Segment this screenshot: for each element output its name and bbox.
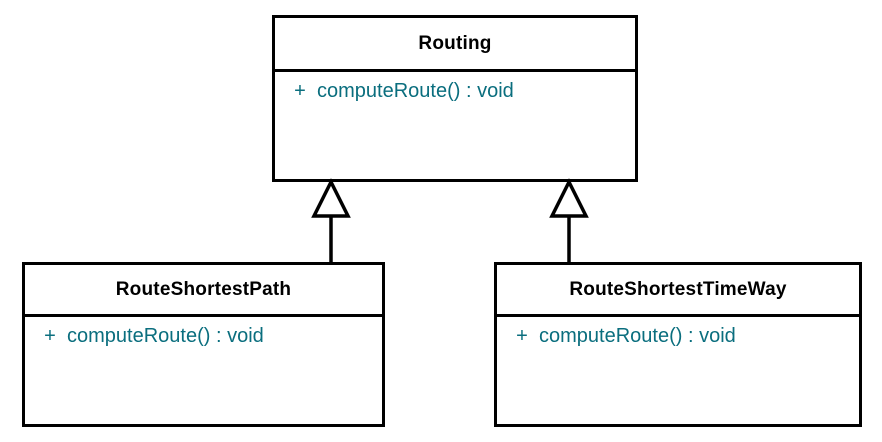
generalization-connector-route-shortest-time-way[interactable] [534,178,604,265]
class-box-route-shortest-time-way[interactable]: RouteShortestTimeWay + computeRoute() : … [494,262,862,427]
class-name-route-shortest-time-way: RouteShortestTimeWay [497,265,859,317]
operation-signature: computeRoute() : void [67,325,264,347]
operation-signature: computeRoute() : void [317,80,514,102]
class-name-routing: Routing [275,18,635,72]
visibility-marker-public: + [44,325,56,347]
class-member-row: + computeRoute() : void [275,80,635,102]
class-box-routing[interactable]: Routing + computeRoute() : void [272,15,638,182]
inheritance-triangle-arrowhead [311,178,351,218]
class-operations-compartment-route-shortest-time-way: + computeRoute() : void [497,317,859,347]
operation-signature: computeRoute() : void [539,325,736,347]
generalization-connector-route-shortest-path[interactable] [296,178,366,265]
class-operations-compartment-routing: + computeRoute() : void [275,72,635,102]
visibility-marker-public: + [294,80,306,102]
inheritance-triangle-arrowhead [549,178,589,218]
class-member-row: + computeRoute() : void [497,325,859,347]
visibility-marker-public: + [516,325,528,347]
class-name-route-shortest-path: RouteShortestPath [25,265,382,317]
class-operations-compartment-route-shortest-path: + computeRoute() : void [25,317,382,347]
class-member-row: + computeRoute() : void [25,325,382,347]
class-box-route-shortest-path[interactable]: RouteShortestPath + computeRoute() : voi… [22,262,385,427]
